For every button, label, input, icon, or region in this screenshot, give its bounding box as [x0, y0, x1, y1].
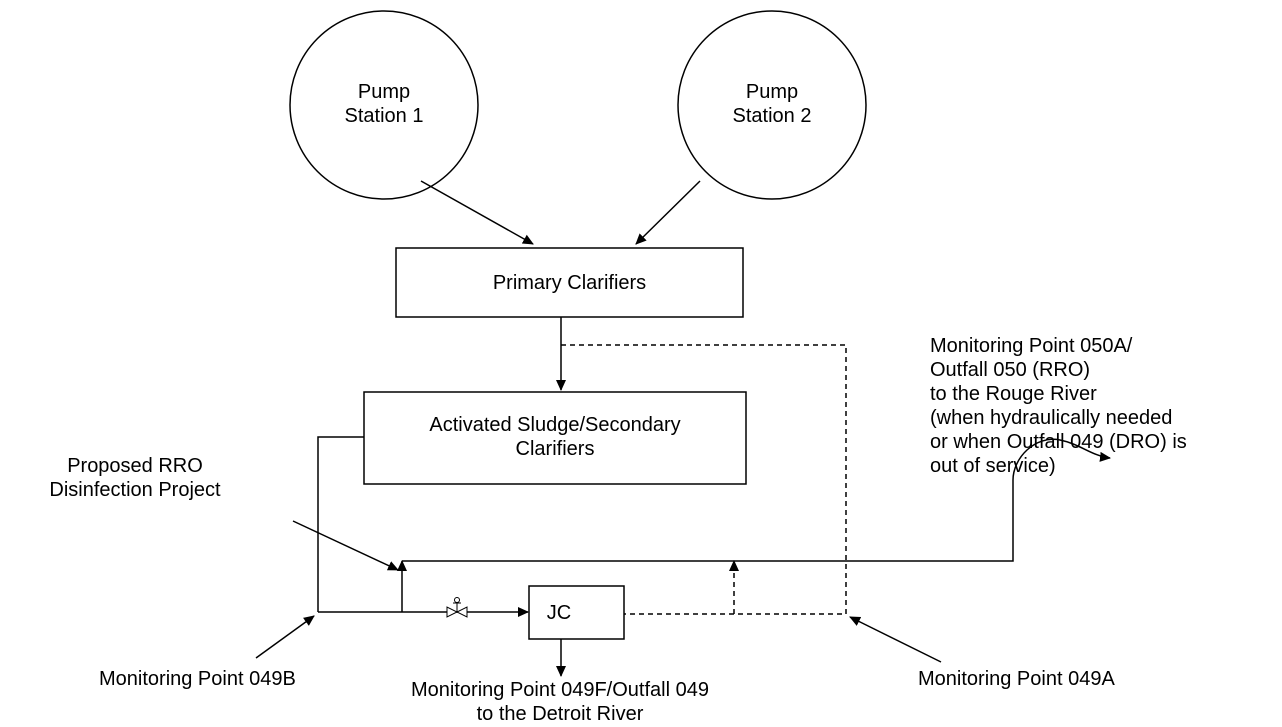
primary-clarifiers-label: Primary Clarifiers [492, 272, 647, 294]
pump-station-1-label: Pump Station 1 [344, 81, 424, 127]
mp-049a-label: Monitoring Point 049A [918, 668, 1115, 690]
arrow-pump1-to-primary [420, 180, 534, 245]
activated-sludge-box [363, 391, 747, 485]
pump-station-2-label: Pump Station 2 [732, 81, 812, 127]
arrow-pump2-to-primary [635, 180, 701, 245]
valve-icon [446, 597, 468, 618]
primary-clarifiers-box [395, 247, 744, 318]
pointer-proposed-rro [292, 520, 399, 571]
jc-box [528, 585, 625, 640]
outfall-050-label: Monitoring Point 050A/ Outfall 050 (RRO)… [930, 335, 1187, 477]
rro-outfall-line [402, 438, 1111, 562]
mp-049f-label: Monitoring Point 049F/Outfall 049 to the… [411, 679, 709, 725]
pointer-mp-049a [849, 616, 942, 663]
pointer-mp-049b [255, 615, 315, 659]
activated-sludge-label: Activated Sludge/Secondary Clarifiers [429, 414, 681, 460]
jc-label: JC [546, 602, 572, 624]
pump-station-2-node [677, 10, 867, 200]
dashed-bypass-line [561, 344, 847, 619]
proposed-rro-label: Proposed RRO Disinfection Project [49, 455, 221, 501]
mp-049b-label: Monitoring Point 049B [99, 668, 296, 690]
pump-station-1-node [289, 10, 479, 200]
sludge-outlet-line [317, 436, 364, 612]
